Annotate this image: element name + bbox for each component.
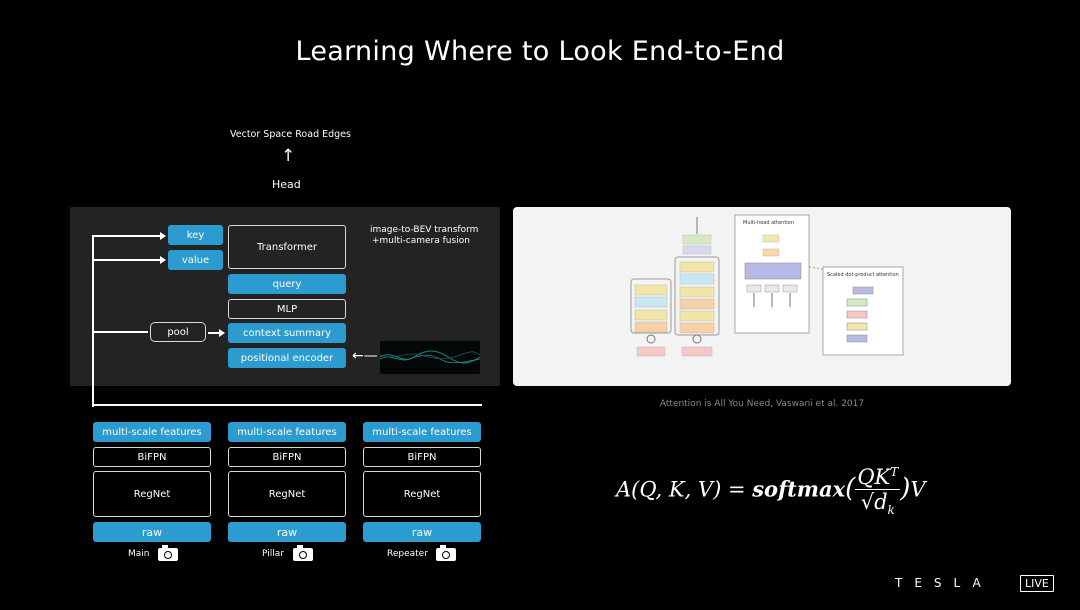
live-badge: LIVE xyxy=(1020,575,1054,592)
pool-connector xyxy=(92,331,148,333)
up-arrow-icon: ↑ xyxy=(281,146,296,166)
tesla-logo: TESLA xyxy=(895,576,993,590)
pool-box: pool xyxy=(150,322,206,342)
scaled-dot-product-title: Scaled dot-product attention xyxy=(827,272,899,278)
key-box: key xyxy=(168,225,223,245)
head-label: Head xyxy=(272,178,301,191)
attention-formula: A(Q, K, V) = softmax( QKT √dk )V xyxy=(616,460,926,522)
multi-scale-features-main: multi-scale features xyxy=(93,422,211,442)
positional-encoder-box: positional encoder xyxy=(228,348,346,368)
formula-numerator: QK xyxy=(857,465,891,489)
multi-scale-features-repeater: multi-scale features xyxy=(363,422,481,442)
key-arrow-icon xyxy=(160,232,166,240)
positional-encoding-visual xyxy=(380,341,480,374)
multi-head-title: Multi-head attention xyxy=(743,220,794,226)
panel-caption-line1: image-to-BEV transform xyxy=(370,225,479,235)
raw-main: raw xyxy=(93,522,211,542)
pool-to-context-connector xyxy=(208,332,220,334)
camera-icon-pillar xyxy=(293,545,313,561)
context-summary-box: context summary xyxy=(228,323,346,343)
raw-repeater: raw xyxy=(363,522,481,542)
mlp-box: MLP xyxy=(228,299,346,319)
transformer-box: Transformer xyxy=(228,225,346,269)
regnet-repeater: RegNet xyxy=(363,471,481,517)
formula-superscript: T xyxy=(890,465,899,479)
raw-pillar: raw xyxy=(228,522,346,542)
camera-icon-main xyxy=(158,545,178,561)
paper-citation: Attention is All You Need, Vaswani et al… xyxy=(659,399,865,409)
formula-softmax: softmax xyxy=(752,476,846,502)
regnet-pillar: RegNet xyxy=(228,471,346,517)
formula-denominator: √d xyxy=(860,490,888,514)
formula-subscript: k xyxy=(887,503,895,518)
slide-title: Learning Where to Look End-to-End xyxy=(295,36,785,67)
value-connector xyxy=(92,259,160,261)
multi-scale-features-pillar: multi-scale features xyxy=(228,422,346,442)
bifpn-pillar: BiFPN xyxy=(228,447,346,467)
panel-caption-line2: +multi-camera fusion xyxy=(372,236,470,246)
formula-rhs: V xyxy=(910,477,926,502)
bifpn-repeater: BiFPN xyxy=(363,447,481,467)
key-connector xyxy=(92,235,160,237)
value-arrow-icon xyxy=(160,256,166,264)
positional-arrow-icon: ←— xyxy=(352,348,378,364)
camera-label-repeater: Repeater xyxy=(387,549,428,559)
regnet-main: RegNet xyxy=(93,471,211,517)
value-box: value xyxy=(168,250,223,270)
attention-paper-figure: Multi-head attention Scaled dot-product … xyxy=(513,207,1011,386)
context-arrow-icon xyxy=(219,329,225,337)
bottom-feed-line xyxy=(92,404,482,406)
main-feed-line xyxy=(92,235,94,407)
camera-icon-repeater xyxy=(436,545,456,561)
query-box: query xyxy=(228,274,346,294)
camera-label-main: Main xyxy=(128,549,150,559)
camera-label-pillar: Pillar xyxy=(262,549,284,559)
bifpn-main: BiFPN xyxy=(93,447,211,467)
transformer-architecture-figure: Multi-head attention Scaled dot-product … xyxy=(630,214,904,357)
formula-lhs: A(Q, K, V) = xyxy=(616,477,753,502)
head-output-label: Vector Space Road Edges xyxy=(230,129,351,140)
